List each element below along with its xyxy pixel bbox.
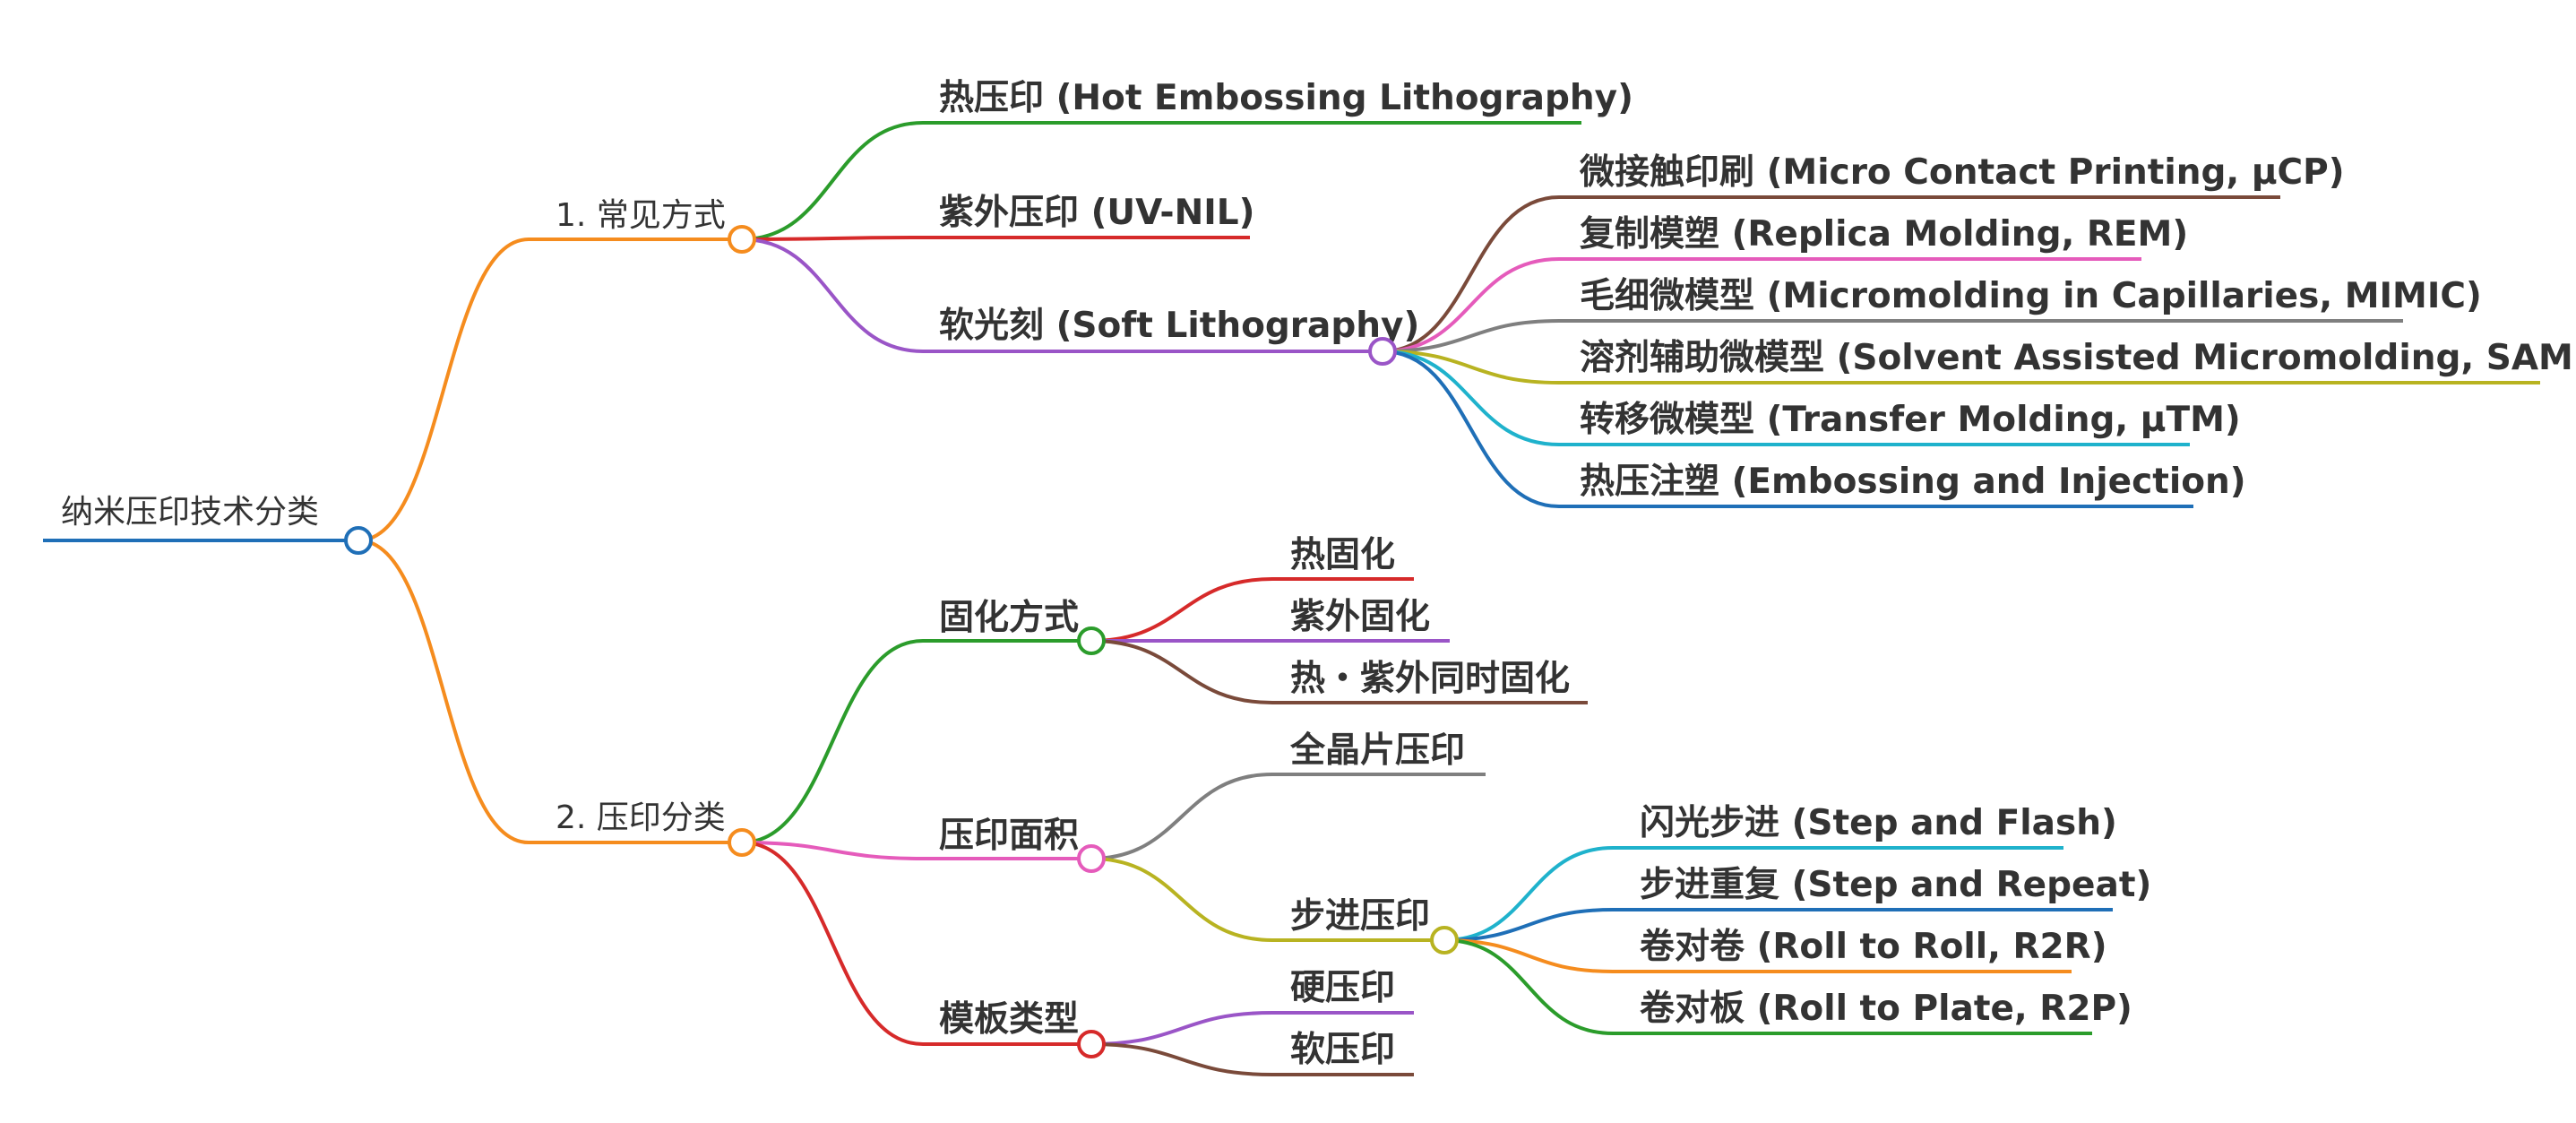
node-roll-to-roll-label: 卷对卷 (Roll to Roll, R2R): [1640, 927, 2107, 967]
edge-b1c1c1c3: [1443, 938, 1614, 1035]
node-step-and-repeat-label: 步进重复 (Step and Repeat): [1640, 865, 2151, 905]
node-step-imprint-label: 步进压印: [1290, 896, 1430, 937]
node-roll-to-plate-label: 卷对板 (Roll to Plate, R2P): [1640, 989, 2132, 1029]
edge-b1c2c0: [1090, 1011, 1273, 1046]
node-hard-imprint-label: 硬压印: [1290, 968, 1395, 1008]
branch-common-methods-label: 1. 常见方式: [556, 197, 726, 234]
node-uv-nil-label: 紫外压印 (UV-NIL): [939, 193, 1254, 233]
edge-b1c0: [741, 639, 924, 844]
edge-b1c0c2: [1090, 639, 1273, 704]
node-samim-label: 溶剂辅助微模型 (Solvent Assisted Micromolding, …: [1580, 338, 2576, 378]
edge-b0c2c3: [1382, 350, 1560, 384]
edge-b1c1c1c2: [1443, 938, 1614, 973]
node-thermal-curing-label: 热固化: [1290, 535, 1395, 575]
edge-b1c1: [741, 841, 924, 860]
node-hot-embossing-label: 热压印 (Hot Embossing Lithography): [939, 78, 1633, 118]
edge-b1c0c0: [1090, 577, 1273, 643]
node-step-and-flash-label: 闪光步进 (Step and Flash): [1640, 803, 2117, 843]
edge-b0c2c2: [1382, 319, 1560, 353]
edge-b1c2: [741, 841, 924, 1046]
edge-b1c1c0: [1090, 773, 1273, 860]
underlines: [43, 121, 2540, 1076]
collapse-toggle-b1c1c1[interactable]: [1430, 926, 1459, 955]
collapse-toggle-b1c0[interactable]: [1077, 626, 1106, 655]
node-full-wafer-label: 全晶片压印: [1289, 730, 1465, 771]
node-imprint-area-label: 压印面积: [939, 816, 1079, 856]
edge-b1c1c1c1: [1443, 908, 1614, 942]
edge-b0c1: [741, 236, 924, 241]
collapse-toggle-root[interactable]: [344, 526, 373, 555]
node-dots: [344, 225, 1459, 1058]
collapse-toggle-b0[interactable]: [728, 225, 756, 254]
node-micro-contact-printing-label: 微接触印刷 (Micro Contact Printing, µCP): [1579, 152, 2345, 193]
edge-b1c1c1: [1090, 857, 1273, 942]
node-soft-imprint-label: 软压印: [1290, 1030, 1395, 1070]
node-curing-method-label: 固化方式: [939, 598, 1079, 638]
edge-b0: [358, 238, 530, 542]
labels: 纳米压印技术分类 1. 常见方式 2. 压印分类 热压印 (Hot Emboss…: [61, 78, 2576, 1070]
node-template-type-label: 模板类型: [939, 999, 1079, 1040]
edge-b1c1c1c0: [1443, 846, 1614, 942]
edges: [358, 121, 1614, 1076]
node-replica-molding-label: 复制模塑 (Replica Molding, REM): [1580, 214, 2188, 255]
node-soft-lithography-label: 软光刻 (Soft Lithography): [939, 306, 1419, 346]
node-mimic-label: 毛细微模型 (Micromolding in Capillaries, MIMI…: [1580, 276, 2482, 316]
node-embossing-injection-label: 热压注塑 (Embossing and Injection): [1580, 462, 2246, 502]
node-transfer-molding-label: 转移微模型 (Transfer Molding, µTM): [1580, 400, 2241, 440]
root-label: 纳米压印技术分类: [61, 494, 319, 531]
edge-b1: [358, 539, 530, 844]
collapse-toggle-b1[interactable]: [728, 828, 756, 857]
edge-b0c2c0: [1382, 195, 1560, 353]
node-thermal-uv-curing-label: 热・紫外同时固化: [1290, 659, 1570, 699]
edge-b0c2c5: [1382, 350, 1560, 508]
collapse-toggle-b1c1[interactable]: [1077, 844, 1106, 873]
node-uv-curing-label: 紫外固化: [1290, 597, 1430, 637]
edge-b0c0: [741, 121, 924, 241]
collapse-toggle-b0c2[interactable]: [1368, 337, 1397, 366]
edge-b1c2c1: [1090, 1042, 1273, 1076]
edge-b0c2c4: [1382, 350, 1560, 446]
branch-imprint-classification-label: 2. 压印分类: [556, 799, 726, 836]
edge-b0c2c1: [1382, 257, 1560, 353]
collapse-toggle-b1c2[interactable]: [1077, 1030, 1106, 1058]
edge-b0c2: [741, 238, 924, 353]
